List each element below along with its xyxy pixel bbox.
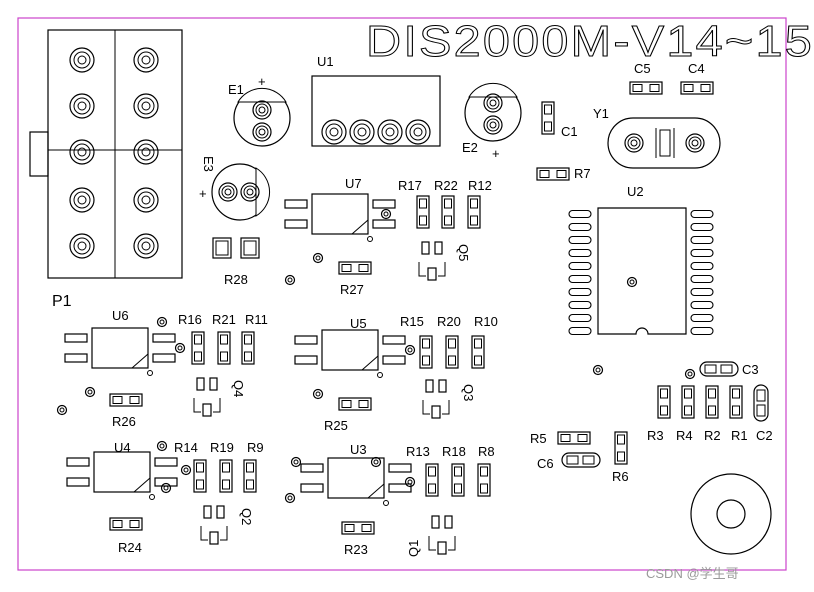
label-u5: U5 <box>350 316 367 331</box>
label-c4: C4 <box>688 61 705 76</box>
label-q1: Q1 <box>406 540 421 557</box>
label-r2: R2 <box>704 428 721 443</box>
label-r12: R12 <box>468 178 492 193</box>
crystal-y1 <box>607 117 721 169</box>
label-r24: R24 <box>118 540 142 555</box>
label-e3-plus: + <box>199 186 207 201</box>
label-e1: E1 <box>228 82 244 97</box>
label-r4: R4 <box>676 428 693 443</box>
label-u7: U7 <box>345 176 362 191</box>
label-e1-plus: + <box>258 74 266 89</box>
label-r19: R19 <box>210 440 234 455</box>
label-r28: R28 <box>224 272 248 287</box>
label-c5: C5 <box>634 61 651 76</box>
watermark: CSDN @学生哥 <box>646 566 739 581</box>
label-u4: U4 <box>114 440 131 455</box>
label-c6: C6 <box>537 456 554 471</box>
board-title: DIS2000M-V14~15 <box>366 17 814 66</box>
label-r13: R13 <box>406 444 430 459</box>
label-e3: E3 <box>201 156 216 172</box>
capacitor-e1 <box>233 87 291 147</box>
label-r25: R25 <box>324 418 348 433</box>
label-c2: C2 <box>756 428 773 443</box>
connector-p1 <box>29 29 183 279</box>
capacitor-c2 <box>753 384 769 422</box>
label-r5: R5 <box>530 431 547 446</box>
label-p1: P1 <box>52 293 72 310</box>
label-e2: E2 <box>462 140 478 155</box>
label-u3: U3 <box>350 442 367 457</box>
label-r23: R23 <box>344 542 368 557</box>
label-r16: R16 <box>178 312 202 327</box>
label-q4: Q4 <box>231 380 246 397</box>
label-q3: Q3 <box>461 384 476 401</box>
board-outline <box>17 17 787 571</box>
label-r15: R15 <box>400 314 424 329</box>
label-q5: Q5 <box>456 244 471 261</box>
label-r27: R27 <box>340 282 364 297</box>
mounting-hole <box>690 473 772 555</box>
label-r9: R9 <box>247 440 264 455</box>
label-u2: U2 <box>627 184 644 199</box>
label-c1: C1 <box>561 124 578 139</box>
label-r11: R11 <box>245 312 268 327</box>
label-c3: C3 <box>742 362 759 377</box>
label-y1: Y1 <box>593 106 609 121</box>
label-r1: R1 <box>731 428 748 443</box>
capacitor-c3 <box>699 361 739 377</box>
label-r14: R14 <box>174 440 198 455</box>
capacitor-e2 <box>464 82 522 142</box>
label-r20: R20 <box>437 314 461 329</box>
label-r3: R3 <box>647 428 664 443</box>
mcu-u2 <box>568 207 714 336</box>
label-r18: R18 <box>442 444 466 459</box>
label-e2-plus: + <box>492 146 500 161</box>
regulator-u1 <box>311 75 441 147</box>
label-r26: R26 <box>112 414 136 429</box>
label-r22: R22 <box>434 178 458 193</box>
label-q2: Q2 <box>239 508 254 525</box>
label-r7: R7 <box>574 166 591 181</box>
label-u1: U1 <box>317 54 334 69</box>
label-r21: R21 <box>212 312 236 327</box>
capacitor-e3 <box>211 163 271 221</box>
label-r10: R10 <box>474 314 498 329</box>
label-r17: R17 <box>398 178 422 193</box>
label-r8: R8 <box>478 444 495 459</box>
label-u6: U6 <box>112 308 129 323</box>
label-r6: R6 <box>612 469 629 484</box>
capacitor-c6 <box>561 452 601 468</box>
